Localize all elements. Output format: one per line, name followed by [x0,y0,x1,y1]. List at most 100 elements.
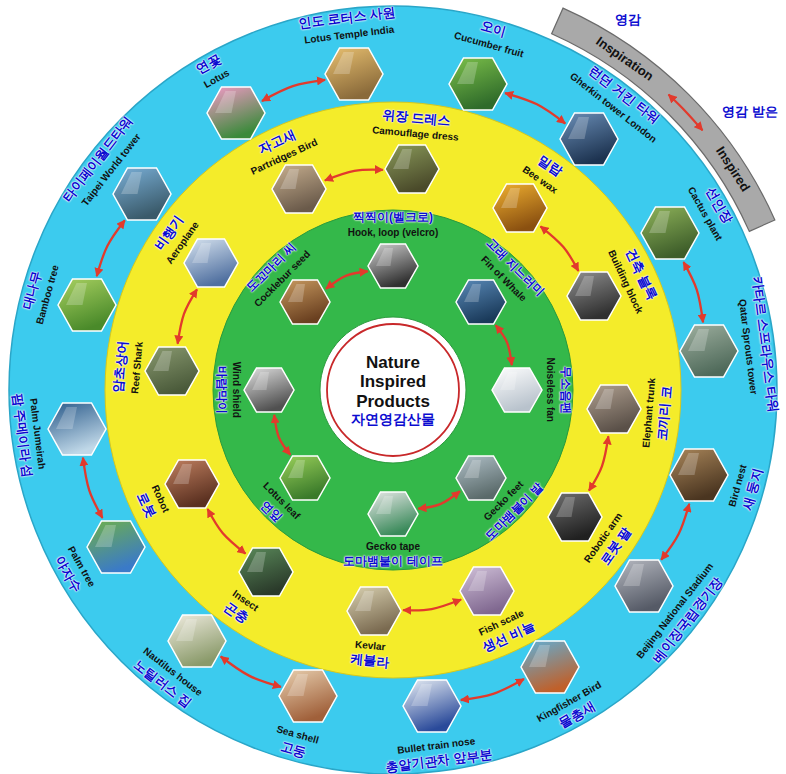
node-shape [456,456,506,500]
image-hexagon: Cocklebur seed도꼬마리 씨 [280,280,330,324]
hexagon-highlight [623,564,644,586]
node-shape [456,280,506,324]
double-arrow [221,657,281,687]
hexagon-picture [587,385,641,433]
hexagon-picture [113,168,171,220]
hexagon-highlight [280,169,299,189]
hexagon-highlight [393,149,412,169]
hexagon-highlight [678,453,699,475]
double-arrow [178,289,197,343]
image-hexagon: Bee wax밀랍 [493,184,547,232]
node-shape [165,460,219,508]
hexagon-picture [493,184,547,232]
hexagon-picture [207,87,265,139]
hex-label-en: Wind shield [230,362,242,418]
hexagon-picture [145,347,199,395]
hexagon-picture [368,244,418,288]
hexagon-picture [168,615,226,667]
double-arrow [418,491,460,508]
node-shape [184,239,238,287]
hexagon-picture [244,368,294,412]
double-arrow [461,679,524,700]
hexagon-highlight [288,284,305,302]
hex-label-ko: 찍찍이(벨크로) [353,211,433,225]
double-arrow [540,226,578,271]
node-shape [449,58,507,110]
image-hexagon: Lotus연꽃 [207,87,265,139]
node-shape [680,325,738,377]
hexagon-highlight [56,407,77,429]
image-hexagon: Kevlar케블라 [347,587,401,635]
hexagon-highlight [252,372,269,390]
image-hexagon: Building block건축 블록 [567,272,621,320]
hexagon-picture [460,567,514,615]
hexagon-highlight [411,684,432,706]
double-arrow [262,80,325,101]
hexagon-picture [567,272,621,320]
hexagon-highlight [95,525,116,547]
hexagon-picture [641,207,699,259]
node-shape [207,87,265,139]
image-hexagon: Cucumber fruit오이 [449,58,507,110]
hex-label-en: Hook, loop (velcro) [348,227,439,239]
node-shape [368,244,418,288]
image-hexagon: Sea shell고둥 [279,670,337,722]
hexagon-highlight [215,91,236,113]
image-hexagon: Fin of Whale고래 지느러미 [456,280,506,324]
outer-ring [9,6,777,774]
hex-label-ko: 고둥 [279,740,308,761]
image-hexagon: Gecko tape도마뱀붙이 테이프 [368,492,418,536]
hexagon-highlight [595,389,614,409]
hexagon-highlight [500,372,517,390]
image-hexagon: Noiseless fan무소음팬 [492,368,542,412]
hexagon-picture [560,113,618,165]
image-hexagon: Partridges Bird자고새 [272,165,326,213]
image-hexagon: Kingfisher Bird물총새 [521,641,579,693]
hexagon-picture [548,493,602,541]
center-ring [327,324,459,456]
image-hexagon: Gecko feet도마뱀붙이 발 [456,456,506,500]
image-hexagon: Lotus Temple India인도 로터스 사원 [325,48,383,100]
node-shape [548,493,602,541]
node-shape [113,168,171,220]
arc-caption: 영감 받은 [722,105,778,120]
image-hexagon: Bamboo tree대나무 [58,279,116,331]
hexagon-highlight [288,460,305,478]
hexagon-highlight [575,276,594,296]
arc-caption: 영감 [615,13,641,28]
image-hexagon: Fish scale생선 비늘 [460,567,514,615]
hexagon-highlight [333,52,354,74]
hexagon-picture [670,449,728,501]
hexagon-highlight [556,497,575,517]
center-disc [320,317,466,463]
node-shape [280,280,330,324]
node-shape [239,548,293,596]
image-hexagon: Palm tree야자수 [87,521,145,573]
hex-label-ko: 케블라 [349,653,389,671]
image-hexagon: Reef Shark암초상어 [145,347,199,395]
image-hexagon: Wind shield바람막이 [244,368,294,412]
hexagon-picture [165,460,219,508]
image-hexagon: Bird nest새 둥지 [670,449,728,501]
hex-label-en: Gecko tape [366,541,420,553]
double-arrow [589,436,608,490]
hexagon-picture [456,456,506,500]
hexagon-picture [615,560,673,612]
hexagon-picture [521,641,579,693]
hexagon-highlight [457,62,478,84]
image-hexagon: Camouflage dress위장 드레스 [385,145,439,193]
node-shape [272,165,326,213]
hexagon-picture [48,403,106,455]
hexagon-picture [280,280,330,324]
double-arrow [684,262,704,322]
node-shape [560,113,618,165]
hexagon-picture [280,456,330,500]
hex-label-ko: 코끼리 코 [655,385,675,442]
hexagon-picture [368,492,418,536]
hexagon-picture [239,548,293,596]
hex-label-en: Kevlar [355,639,386,653]
image-hexagon: Robot로봇 [165,460,219,508]
node-shape [567,272,621,320]
hexagon-picture [87,521,145,573]
